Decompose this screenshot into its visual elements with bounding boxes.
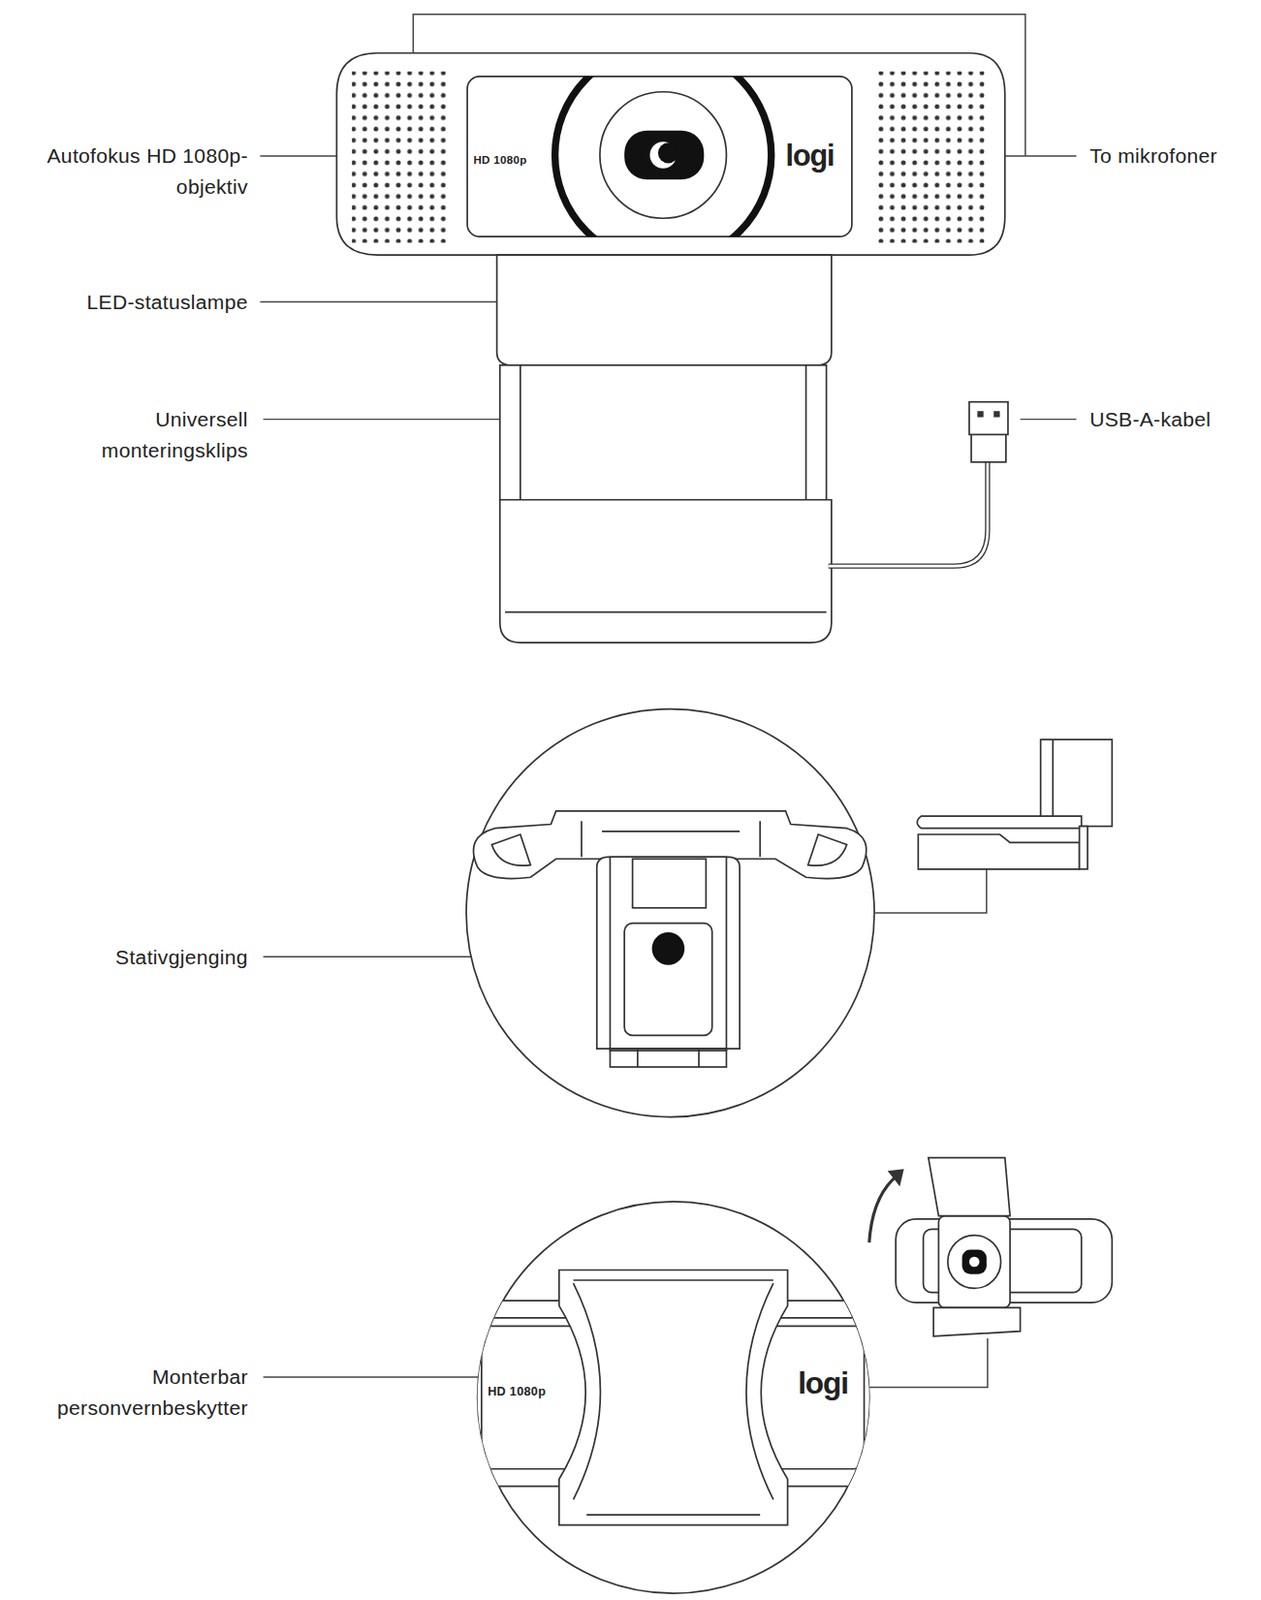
part-label: USB-A-kabel [1089,404,1253,436]
logo-text: logi [785,136,847,174]
part-label: Stativgjenging [23,942,249,974]
privacy-detail [464,1158,1112,1594]
leader-lines [259,14,1076,1388]
tripod-detail [466,709,1112,1118]
part-label: Autofokus HD 1080p-objektiv [28,140,248,202]
logo-text: logi [797,1364,859,1402]
part-label: Universell monteringsklips [63,404,248,466]
part-label: To mikrofoner [1089,140,1261,172]
webcam-front [336,46,1009,643]
part-label: Monterbar personvernbeskytter [2,1361,249,1423]
part-label: LED-statuslampe [23,286,249,318]
printed-marking: HD 1080p [487,1383,569,1400]
printed-marking: HD 1080p [472,152,555,169]
